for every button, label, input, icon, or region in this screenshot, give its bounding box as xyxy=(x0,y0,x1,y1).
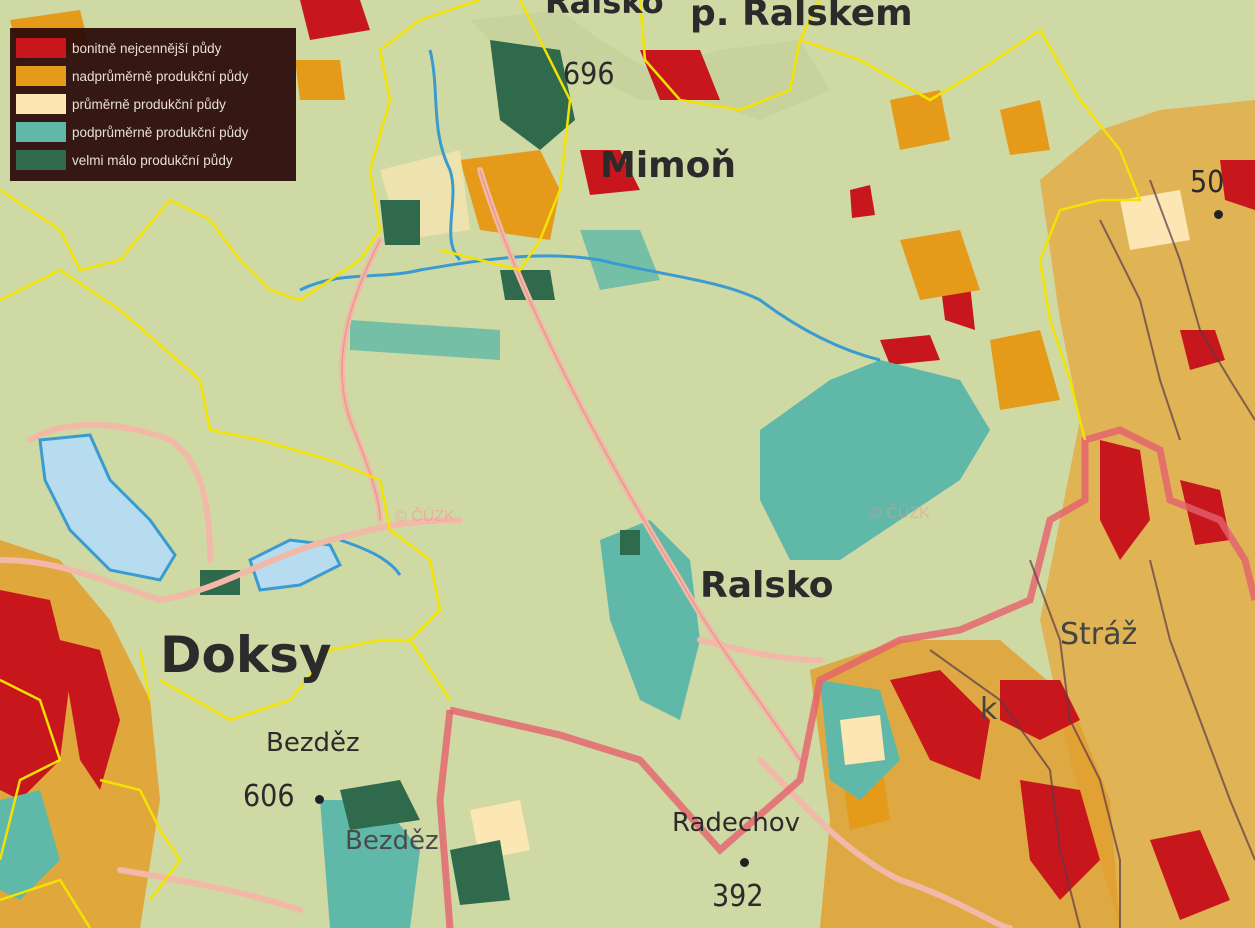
legend-item: průměrně produkční půdy xyxy=(16,90,290,118)
place-label-bezdez-village: Bezděz xyxy=(345,826,439,856)
river-ploucnice xyxy=(299,254,881,362)
river-tributary xyxy=(428,49,462,262)
place-label-bezdez: Bezděz xyxy=(266,728,360,758)
elevation-label: 606 xyxy=(243,779,295,814)
legend-item: nadprůměrně produkční půdy xyxy=(16,62,290,90)
legend-swatch xyxy=(16,66,66,86)
legend-label: bonitně nejcennější půdy xyxy=(72,40,222,56)
place-label-straz: Stráž xyxy=(1060,617,1138,652)
summit-marker xyxy=(1214,210,1223,219)
place-label-radechov: Radechov xyxy=(672,808,800,838)
lake-machovo xyxy=(38,433,177,582)
legend-label: nadprůměrně produkční půdy xyxy=(72,68,249,84)
summit-marker xyxy=(740,858,749,867)
legend-label: velmi málo produkční půdy xyxy=(72,152,233,168)
terrain-patch xyxy=(470,10,830,120)
legend-item: bonitně nejcennější půdy xyxy=(16,34,290,62)
place-label-pod-ralskem: p. Ralskem xyxy=(690,0,913,34)
elevation-label: 392 xyxy=(712,879,764,914)
copyright-watermark: © ČÚZK xyxy=(870,505,930,522)
summit-marker xyxy=(315,795,324,804)
place-label-ralsko-top: Ralsko xyxy=(545,0,664,21)
place-label-mimon: Mimoň xyxy=(600,145,737,186)
lake-small xyxy=(248,538,343,592)
legend-swatch xyxy=(16,150,66,170)
elevation-label: 50 xyxy=(1190,165,1225,200)
map-legend: bonitně nejcennější půdy nadprůměrně pro… xyxy=(10,28,296,181)
legend-item: velmi málo produkční půdy xyxy=(16,146,290,174)
district-border xyxy=(436,709,454,928)
district-border xyxy=(449,426,1255,855)
legend-label: průměrně produkční půdy xyxy=(72,96,226,112)
place-label-doksy: Doksy xyxy=(160,626,332,684)
place-label-k: k xyxy=(980,692,998,727)
place-label-ralsko: Ralsko xyxy=(700,565,834,606)
municipal-borders xyxy=(0,0,1142,928)
road-edges xyxy=(341,169,801,761)
cadastral-borders xyxy=(929,179,1255,928)
legend-item: podprůměrně produkční půdy xyxy=(16,118,290,146)
copyright-watermark: © ČÚZK xyxy=(395,508,455,525)
legend-label: podprůměrně produkční půdy xyxy=(72,124,249,140)
elevation-label: 696 xyxy=(563,57,615,92)
legend-swatch xyxy=(16,94,66,114)
soil-below-average xyxy=(0,230,990,928)
stream xyxy=(339,538,402,576)
legend-swatch xyxy=(16,38,66,58)
legend-swatch xyxy=(16,122,66,142)
